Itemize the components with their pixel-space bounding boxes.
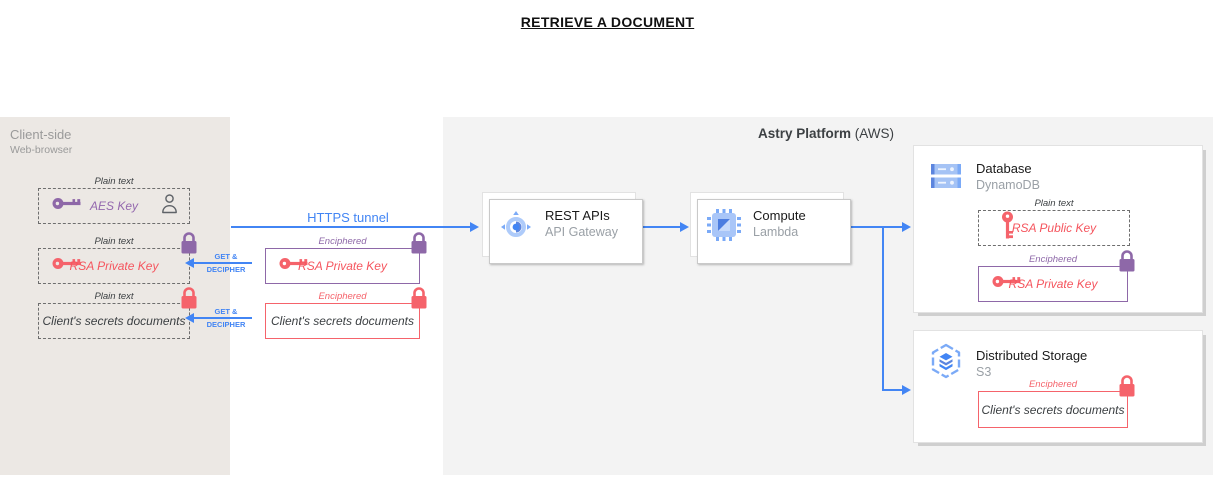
box-text: Client's secrets documents bbox=[270, 314, 414, 328]
box-label: Plain text bbox=[94, 291, 134, 302]
client-aes-key-box: Plain text AES Key bbox=[38, 176, 190, 224]
rest-to-compute-arrow bbox=[639, 222, 689, 232]
client-secrets-documents-box: Plain text Client's secrets documents bbox=[38, 287, 197, 339]
db-rsa-private-key-box: Enciphered RSA Private Key bbox=[978, 250, 1135, 302]
aws-panel-title: Astry Platform (AWS) bbox=[676, 126, 976, 141]
card-subtitle: API Gateway bbox=[545, 225, 618, 239]
padlock-icon bbox=[409, 285, 429, 316]
box-text: Client's secrets documents bbox=[981, 402, 1125, 417]
client-panel-title: Client-side bbox=[10, 127, 72, 142]
client-rsa-private-key-box: Plain text RSA Private Key bbox=[38, 232, 197, 284]
padlock-icon bbox=[1117, 373, 1137, 404]
key-icon bbox=[52, 257, 82, 275]
tunnel-rsa-private-key-box: Enciphered RSA Private Key bbox=[265, 232, 427, 284]
branch-to-storage-arrow bbox=[882, 385, 911, 395]
card-subtitle: S3 bbox=[976, 365, 992, 379]
person-icon bbox=[160, 193, 179, 219]
box-text: RSA Private Key bbox=[69, 259, 159, 273]
cpu-chip-icon bbox=[706, 208, 742, 247]
database-servers-icon bbox=[929, 161, 963, 196]
padlock-icon bbox=[179, 285, 199, 316]
get-decipher-arrow bbox=[185, 258, 252, 268]
padlock-icon bbox=[1117, 248, 1137, 279]
box-label: Enciphered bbox=[1028, 379, 1078, 390]
api-gateway-icon bbox=[498, 208, 534, 249]
aws-title-text: Astry Platform bbox=[757, 126, 851, 141]
https-tunnel-arrow bbox=[231, 222, 479, 232]
get-decipher-label-top: GET & bbox=[214, 307, 238, 316]
rest-api-card: REST APIs API Gateway bbox=[482, 192, 643, 264]
box-label: Plain text bbox=[94, 176, 134, 187]
branch-vertical-line bbox=[882, 227, 884, 390]
box-text: RSA Public Key bbox=[1011, 221, 1097, 235]
box-label: Plain text bbox=[1034, 198, 1074, 209]
get-decipher-label-bottom: DECIPHER bbox=[206, 320, 246, 329]
box-text: Client's secrets documents bbox=[42, 314, 186, 328]
card-title: Compute bbox=[753, 208, 806, 223]
card-title: Distributed Storage bbox=[976, 348, 1088, 363]
card-title: Database bbox=[976, 161, 1032, 176]
box-label: Enciphered bbox=[318, 236, 367, 247]
get-decipher-arrow bbox=[185, 313, 252, 323]
db-rsa-public-key-box: Plain text RSA Public Key bbox=[978, 198, 1130, 246]
box-label: Enciphered bbox=[318, 291, 367, 302]
tunnel-secrets-documents-box: Enciphered Client's secrets documents bbox=[265, 287, 427, 339]
box-text: AES Key bbox=[89, 199, 139, 213]
padlock-icon bbox=[179, 230, 199, 261]
padlock-icon bbox=[409, 230, 429, 261]
https-tunnel-label: HTTPS tunnel bbox=[307, 210, 389, 225]
box-label: Plain text bbox=[94, 236, 134, 247]
key-icon bbox=[279, 257, 309, 275]
box-label: Enciphered bbox=[1028, 254, 1078, 265]
get-decipher-label-top: GET & bbox=[214, 252, 238, 261]
card-title: REST APIs bbox=[545, 208, 610, 223]
compute-card: Compute Lambda bbox=[690, 192, 851, 264]
compute-to-database-arrow bbox=[847, 222, 911, 232]
get-decipher-label-bottom: DECIPHER bbox=[206, 265, 246, 274]
box-text: RSA Private Key bbox=[1008, 277, 1098, 291]
key-icon bbox=[52, 197, 82, 215]
s3-secrets-documents-box: Enciphered Client's secrets documents bbox=[978, 375, 1135, 428]
card-subtitle: DynamoDB bbox=[976, 178, 1040, 192]
key-icon bbox=[1001, 211, 1014, 245]
page-title: RETRIEVE A DOCUMENT bbox=[520, 14, 695, 30]
aws-title-suffix: (AWS) bbox=[854, 126, 895, 141]
card-subtitle: Lambda bbox=[753, 225, 799, 239]
key-icon bbox=[992, 275, 1022, 293]
box-text: RSA Private Key bbox=[298, 259, 387, 273]
client-panel-subtitle: Web-browser bbox=[10, 144, 73, 156]
hexagon-storage-icon bbox=[929, 343, 963, 384]
